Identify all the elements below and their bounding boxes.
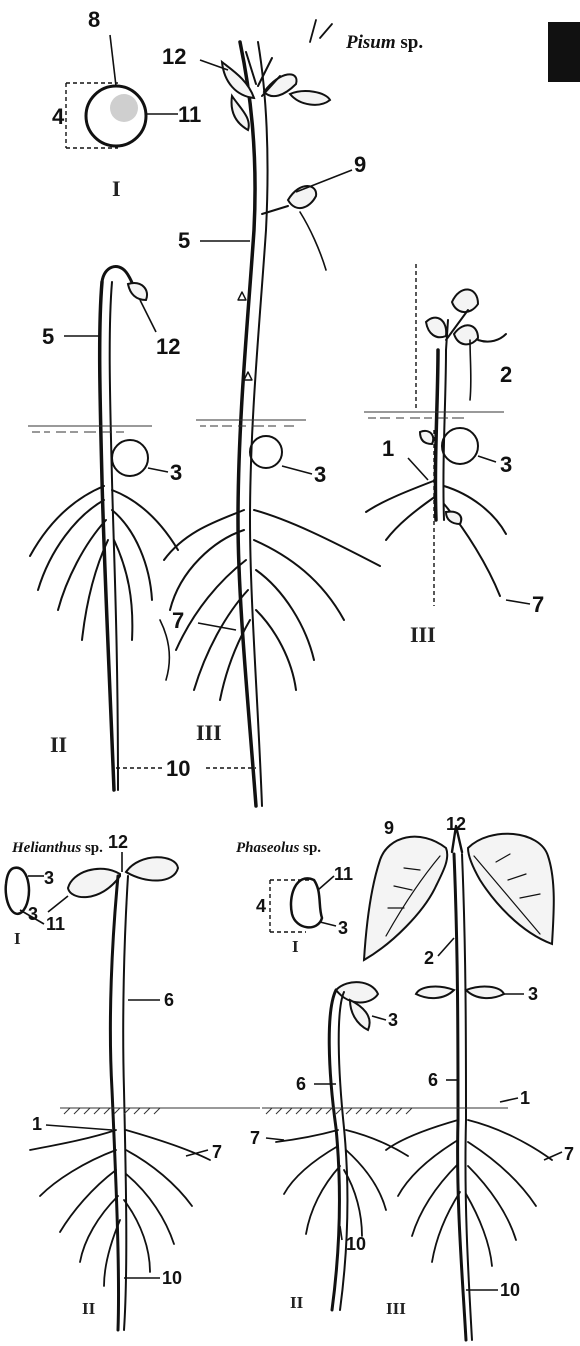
pisum-label-8: 8 [88, 7, 100, 32]
pisum-label-11-seed: 11 [178, 102, 201, 127]
pisum-stage-III-small: III [410, 622, 436, 647]
phaseolus-label-9: 9 [384, 818, 394, 838]
pisum-label-7-III: 7 [172, 608, 184, 633]
phaseolus-seed-stage-I [270, 876, 336, 932]
pisum-label-1: 1 [382, 436, 394, 461]
pisum-label-12-II: 12 [156, 334, 180, 359]
pisum-label-4: 4 [52, 104, 65, 129]
helianthus-label-12: 12 [108, 832, 128, 852]
pisum-label-7-IIIsmall: 7 [532, 592, 544, 617]
pisum-label-5-II: 5 [42, 324, 54, 349]
helianthus-label-3-seed: 3 [44, 868, 54, 888]
phaseolus-plant-stage-III [364, 826, 562, 1340]
phaseolus-label-6-II: 6 [296, 1074, 306, 1094]
phaseolus-stage-II: II [290, 1293, 304, 1312]
pisum-label-9: 9 [354, 152, 366, 177]
helianthus-stage-II: II [82, 1299, 96, 1318]
helianthus-seed-stage-I [6, 868, 44, 924]
helianthus-stage-I: I [14, 929, 21, 948]
pisum-stage-I: I [112, 176, 121, 201]
phaseolus-label-3-III: 3 [528, 984, 538, 1004]
helianthus-label-7: 7 [212, 1142, 222, 1162]
phaseolus-stage-III: III [386, 1299, 406, 1318]
corner-block [548, 22, 580, 82]
phaseolus-label-3-seed: 3 [338, 918, 348, 938]
pisum-plant-stage-III [160, 20, 380, 806]
phaseolus-label-7-III: 7 [564, 1144, 574, 1164]
phaseolus-plant-stage-II [262, 982, 518, 1310]
phaseolus-section: Phaseolus sp. 11 4 3 I [236, 814, 574, 1340]
phaseolus-label-4: 4 [256, 896, 266, 916]
pisum-label-2: 2 [500, 362, 512, 387]
pisum-title: Pisum sp. [345, 32, 423, 53]
helianthus-section: Helianthus sp. 3 11 I 12 3 6 1 [6, 832, 260, 1330]
pisum-plant-stage-III-small [364, 264, 530, 606]
phaseolus-label-1: 1 [520, 1088, 530, 1108]
helianthus-label-11: 11 [46, 914, 65, 934]
helianthus-label-6: 6 [164, 990, 174, 1010]
phaseolus-label-11: 11 [334, 864, 353, 884]
pisum-label-10: 10 [166, 756, 190, 781]
pisum-label-5-III: 5 [178, 228, 190, 253]
phaseolus-label-6-III: 6 [428, 1070, 438, 1090]
phaseolus-label-2: 2 [424, 948, 434, 968]
pisum-stage-III-main: III [196, 720, 222, 745]
phaseolus-label-12: 12 [446, 814, 466, 834]
helianthus-label-10: 10 [162, 1268, 182, 1288]
pisum-label-3-IIIsmall: 3 [500, 452, 512, 477]
helianthus-label-1: 1 [32, 1114, 42, 1134]
pisum-label-12-top: 12 [162, 44, 186, 69]
phaseolus-label-3-II: 3 [388, 1010, 398, 1030]
pisum-label-3-III: 3 [314, 462, 326, 487]
phaseolus-label-7-II: 7 [250, 1128, 260, 1148]
phaseolus-label-10-II: 10 [346, 1234, 366, 1254]
phaseolus-stage-I: I [292, 937, 299, 956]
helianthus-label-3: 3 [28, 904, 38, 924]
pisum-section: Pisum sp. 8 4 11 I [28, 7, 544, 806]
pisum-stage-II: II [50, 732, 67, 757]
phaseolus-title: Phaseolus sp. [236, 840, 321, 856]
phaseolus-label-10-III: 10 [500, 1280, 520, 1300]
pisum-label-3-II: 3 [170, 460, 182, 485]
helianthus-title: Helianthus sp. [11, 840, 103, 856]
